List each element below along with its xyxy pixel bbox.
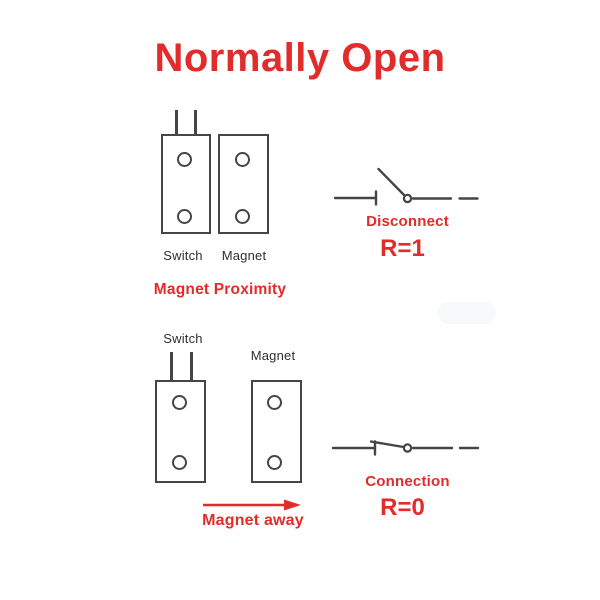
reed-switch-component xyxy=(161,134,211,234)
magnet-away-caption: Magnet away xyxy=(202,512,304,529)
screw-hole xyxy=(172,455,187,470)
closed-switch-symbol xyxy=(331,440,480,456)
faint-watermark xyxy=(438,302,496,324)
switch-lead-wire xyxy=(175,110,178,136)
open-switch-symbol xyxy=(333,167,479,206)
magnet-proximity-caption: Magnet Proximity xyxy=(153,281,287,298)
screw-hole xyxy=(177,209,192,224)
right-arrow-icon xyxy=(203,499,301,511)
magnet-label: Magnet xyxy=(250,348,296,363)
switch-label: Switch xyxy=(163,248,203,263)
reed-switch-component xyxy=(155,380,206,483)
resistance-r1-label: R=1 xyxy=(380,235,425,262)
page-title: Normally Open xyxy=(154,36,446,80)
screw-hole xyxy=(267,455,282,470)
switch-lead-wire xyxy=(190,352,193,381)
switch-lead-wire xyxy=(170,352,173,381)
screw-hole xyxy=(177,152,192,167)
resistance-r0-label: R=0 xyxy=(380,494,425,521)
disconnect-label: Disconnect xyxy=(366,213,449,230)
connection-label: Connection xyxy=(365,473,450,490)
screw-hole xyxy=(267,395,282,410)
screw-hole xyxy=(235,152,250,167)
magnet-label: Magnet xyxy=(221,248,267,263)
screw-hole xyxy=(172,395,187,410)
magnet-component xyxy=(218,134,269,234)
magnet-component xyxy=(251,380,302,483)
switch-label: Switch xyxy=(163,331,203,346)
switch-lead-wire xyxy=(194,110,197,136)
screw-hole xyxy=(235,209,250,224)
